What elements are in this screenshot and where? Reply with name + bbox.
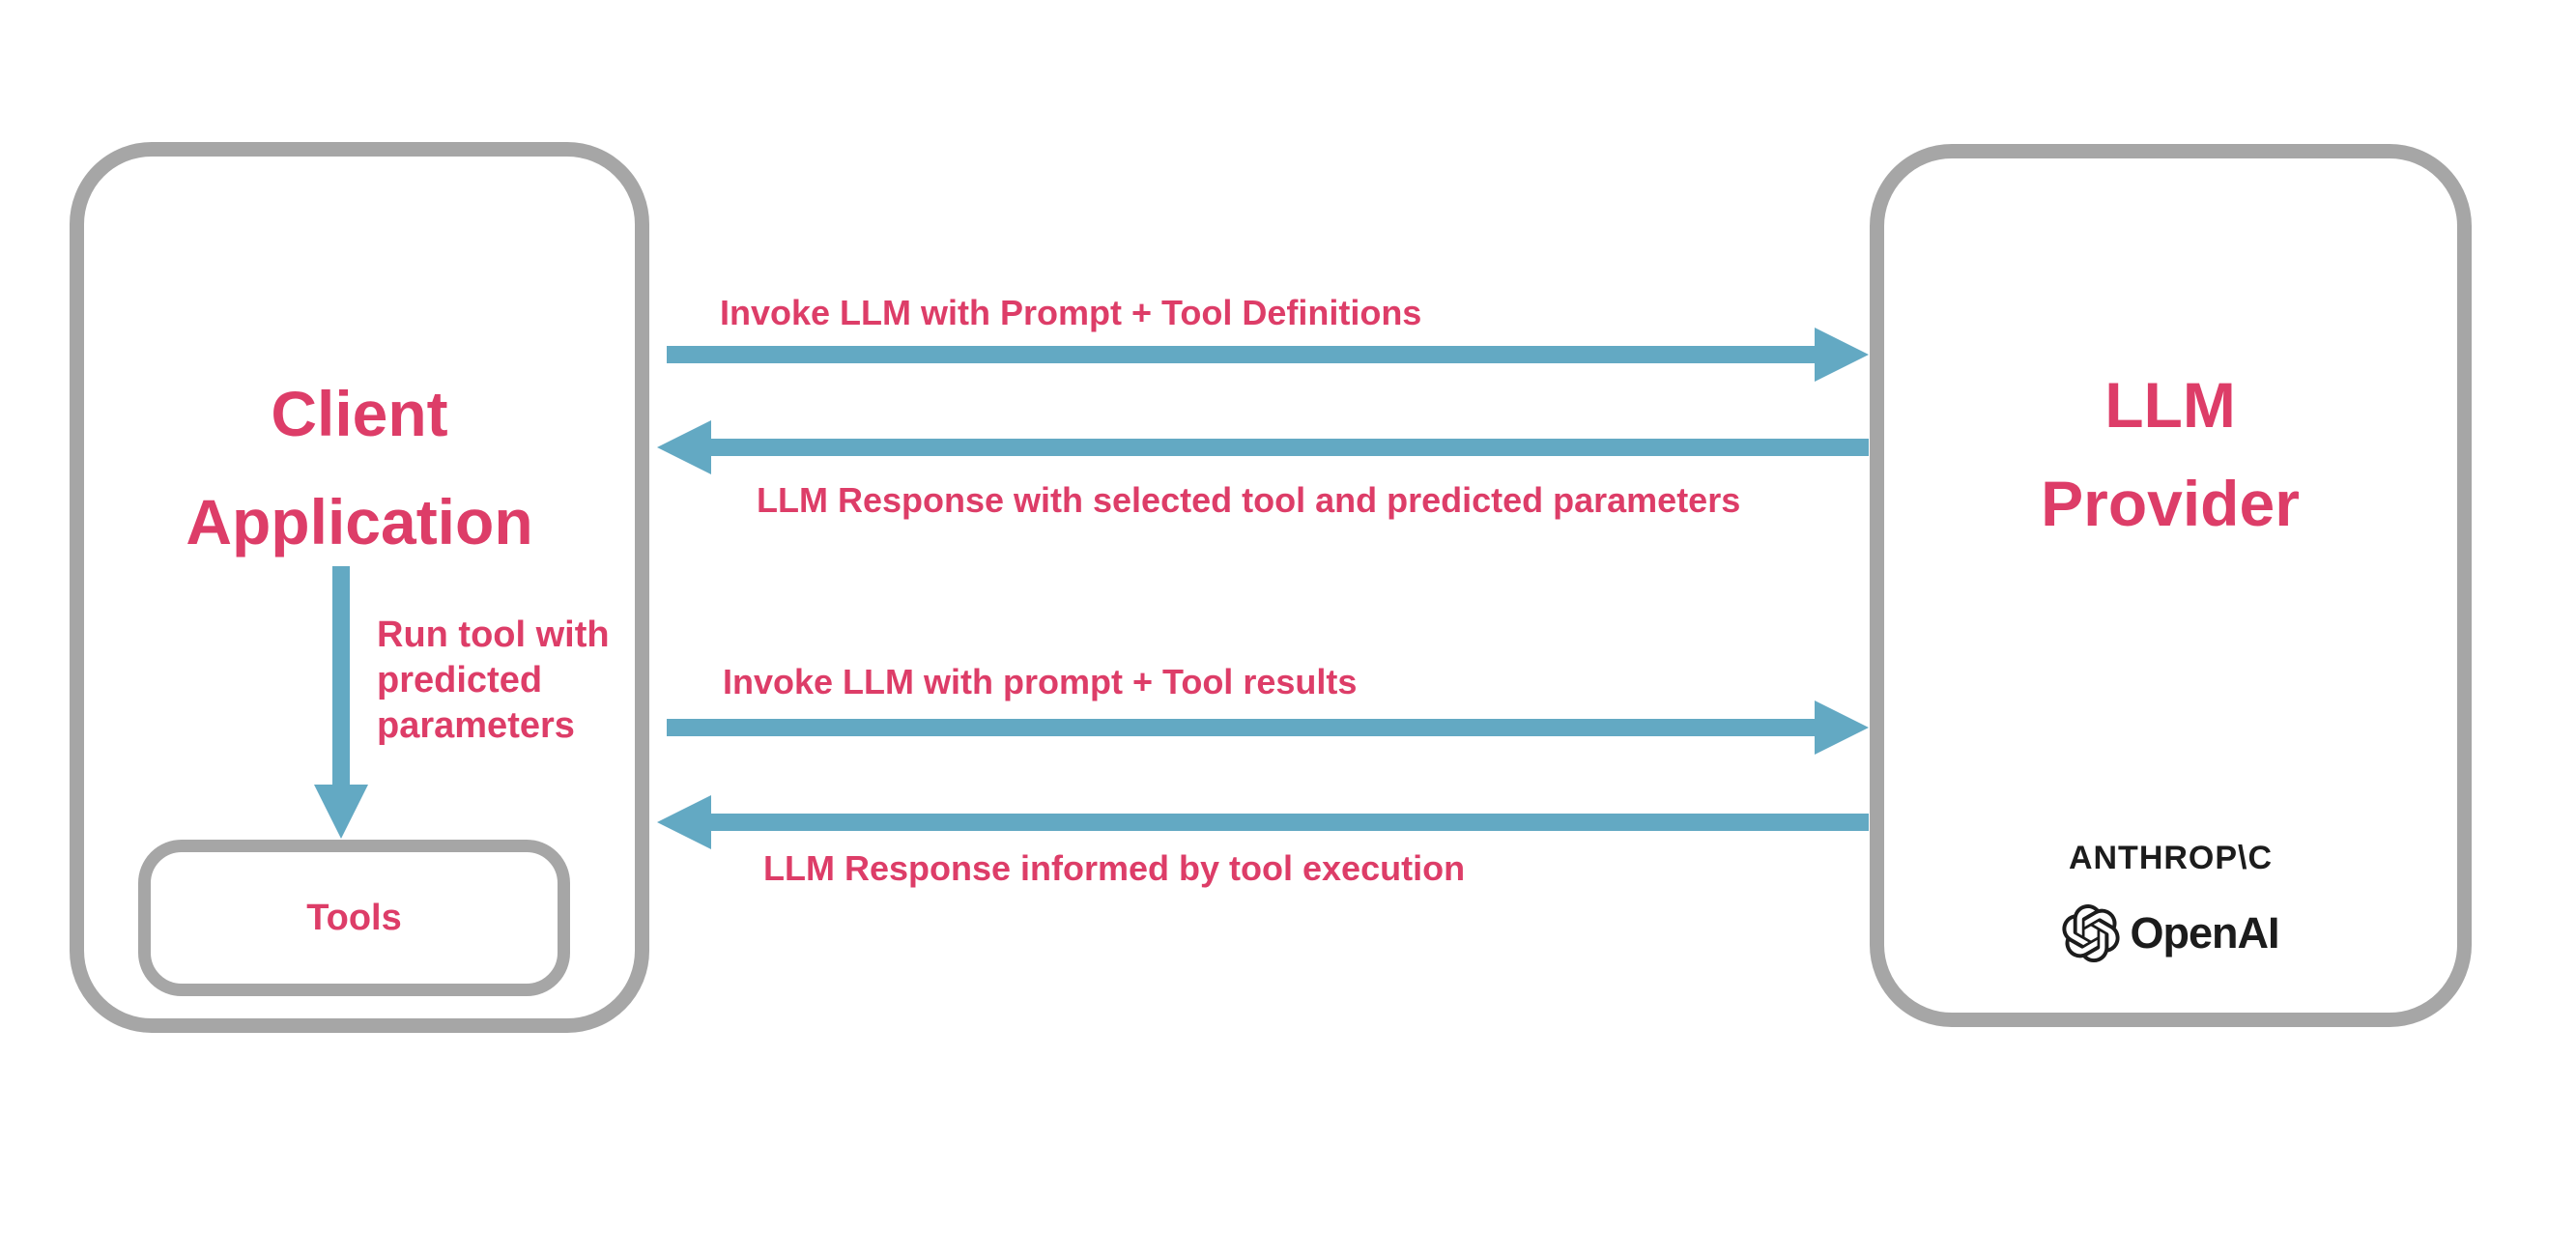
- openai-logo-text: OpenAI: [2130, 908, 2279, 958]
- arrow-invoke-definitions-body: [667, 346, 1817, 363]
- run-tool-label: Run tool with predicted parameters: [377, 615, 610, 746]
- llm-provider-title: LLM Provider: [2041, 369, 2300, 539]
- arrow-right-head-icon: [1815, 700, 1869, 755]
- arrow-invoke-results-body: [667, 719, 1817, 736]
- client-application-box: [70, 142, 649, 1033]
- arrow-label-invoke-results: Invoke LLM with prompt + Tool results: [723, 662, 1358, 701]
- client-application-title: Client Application: [186, 378, 533, 558]
- arrow-down-head-icon: [314, 785, 368, 839]
- tools-label: Tools: [306, 897, 402, 938]
- arrow-response-informed-body: [709, 814, 1869, 831]
- llm-provider-box: [1870, 144, 2472, 1027]
- arrow-right-head-icon: [1815, 328, 1869, 382]
- anthropic-logo: ANTHROP\C: [2068, 840, 2274, 876]
- tools-box: Tools: [138, 840, 570, 996]
- arrow-left-head-icon: [657, 795, 711, 849]
- openai-spiral-icon: [2062, 904, 2120, 962]
- arrow-response-selected-body: [709, 439, 1869, 456]
- openai-logo: OpenAI: [1870, 904, 2472, 962]
- arrow-label-response-selected: LLM Response with selected tool and pred…: [757, 480, 1741, 520]
- arrow-label-response-informed: LLM Response informed by tool execution: [763, 848, 1466, 888]
- arrow-left-head-icon: [657, 420, 711, 474]
- run-tool-arrow-body: [332, 566, 350, 786]
- arrow-label-invoke-definitions: Invoke LLM with Prompt + Tool Definition…: [720, 293, 1422, 332]
